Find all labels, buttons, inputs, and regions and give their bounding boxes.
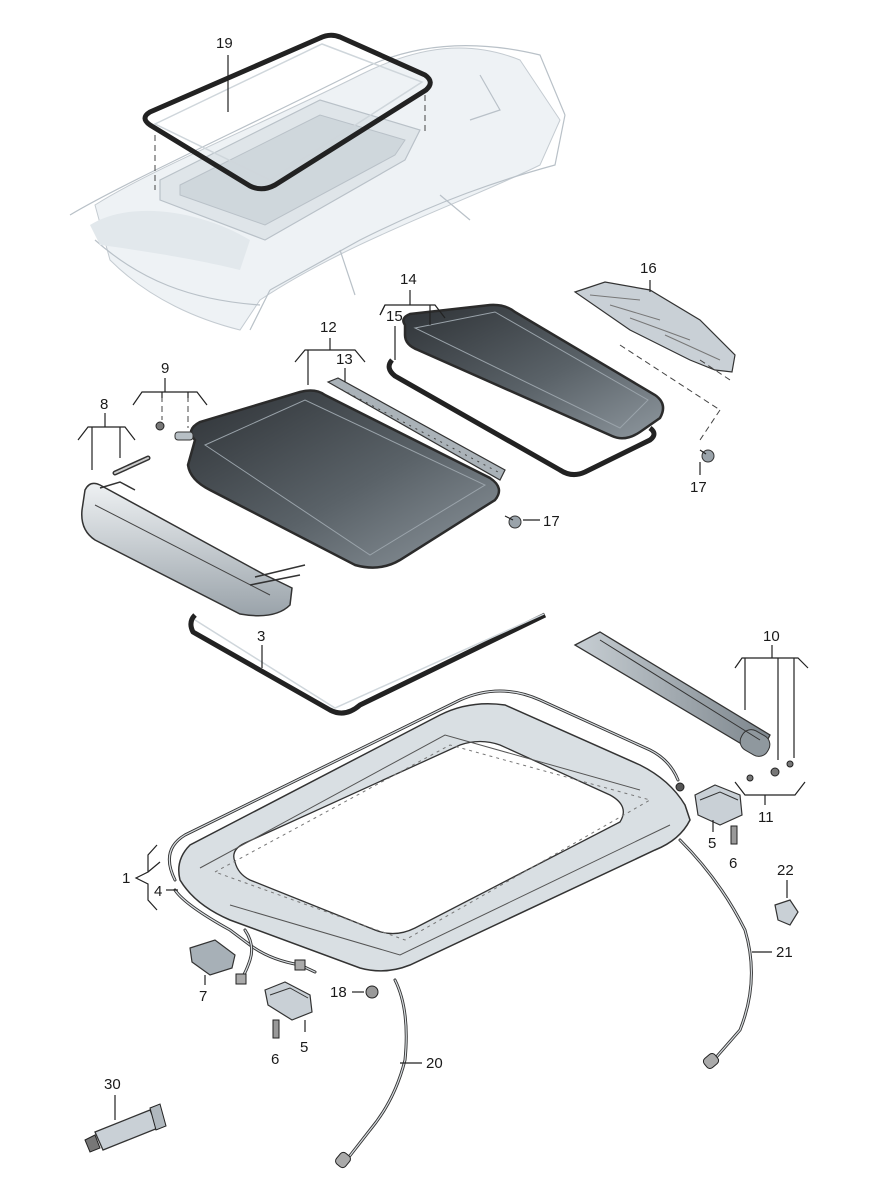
callout-1: 1: [122, 870, 130, 887]
callout-14: 14: [400, 271, 417, 288]
part-5-motor-right: [694, 784, 743, 826]
leader-lines: [77, 55, 809, 1120]
part-6-screw-left: [272, 1019, 280, 1039]
wind-deflector: [81, 481, 306, 617]
callout-15: 15: [386, 308, 403, 325]
part-20-drain-hose: [335, 978, 408, 1169]
part-6-screw-right: [730, 825, 738, 845]
callout-5-left: 5: [300, 1039, 308, 1056]
callout-4: 4: [154, 883, 162, 900]
callout-7: 7: [199, 988, 207, 1005]
callout-16: 16: [640, 260, 657, 277]
callout-9: 9: [161, 360, 169, 377]
callout-6-left: 6: [271, 1051, 279, 1068]
part-1-sunroof-frame: [178, 703, 691, 972]
part-22-clip: [774, 899, 799, 926]
part-4-drain-cable: [167, 689, 685, 974]
callout-21: 21: [776, 944, 793, 961]
callout-6-right: 6: [729, 855, 737, 872]
callout-20: 20: [426, 1055, 443, 1072]
part-10-sun-blind: [573, 631, 794, 782]
part-12-front-glass-panel: [186, 389, 501, 569]
callout-30: 30: [104, 1076, 121, 1093]
part-14-rear-glass-panel: [386, 303, 665, 478]
part-7-control-unit: [189, 939, 236, 976]
part-9-fasteners: [155, 396, 194, 441]
part-3-front-seal: [188, 612, 547, 716]
part-5-motor-left: [264, 981, 313, 1021]
wiring-harness: [235, 928, 306, 985]
part-18-nut: [365, 985, 379, 999]
callout-5-right: 5: [708, 835, 716, 852]
callout-19: 19: [216, 35, 233, 52]
callout-18: 18: [330, 984, 347, 1001]
callout-11: 11: [758, 809, 774, 826]
part-16-rear-bracket: [573, 281, 736, 441]
callout-10: 10: [763, 628, 780, 645]
part-13-guide-strip: [326, 377, 506, 481]
part-17-screw-a: [504, 515, 522, 529]
part-21-drain-hose: [678, 838, 753, 1069]
callout-17a: 17: [543, 513, 560, 530]
part-8-rod: [112, 455, 151, 476]
callout-17b: 17: [690, 479, 707, 496]
car-roof-outline: [69, 45, 566, 331]
callout-13: 13: [336, 351, 353, 368]
part-30-grease-tube: [84, 1103, 167, 1153]
part-19-frame-seal: [142, 32, 433, 192]
callout-8: 8: [100, 396, 108, 413]
callout-labels: 19 14 15 16 12 13 9 8 17 17 3 10 11 1 4 …: [100, 35, 794, 1093]
callout-12: 12: [320, 319, 337, 336]
callout-3: 3: [257, 628, 265, 645]
part-17-screw-b: [699, 449, 715, 463]
callout-22: 22: [777, 862, 794, 879]
